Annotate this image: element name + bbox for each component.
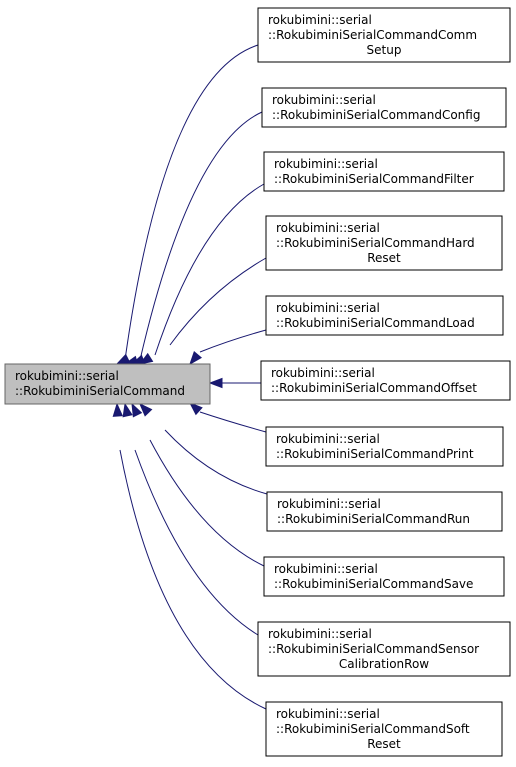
derived-class-node[interactable]: rokubimini::serial::RokubiminiSerialComm… <box>265 295 504 336</box>
inheritance-arrowhead <box>122 402 133 418</box>
derived-class-box <box>263 556 505 597</box>
inheritance-edge <box>149 439 265 567</box>
inheritance-arrowhead <box>112 402 124 417</box>
derived-class-node[interactable]: rokubimini::serial::RokubiminiSerialComm… <box>265 426 504 467</box>
derived-class-label-line: rokubimini::serial <box>274 157 378 171</box>
inheritance-edge <box>134 449 259 636</box>
base-class-label-line-2: ::RokubiminiSerialCommand <box>15 384 185 398</box>
derived-class-node[interactable]: rokubimini::serial::RokubiminiSerialComm… <box>257 621 511 677</box>
inheritance-arrowhead <box>131 402 143 418</box>
derived-class-label-line: ::RokubiminiSerialCommandRun <box>277 512 470 526</box>
derived-class-box <box>260 360 511 401</box>
inheritance-arrowhead <box>138 352 154 365</box>
derived-class-label-line: rokubimini::serial <box>272 93 376 107</box>
inheritance-edge <box>199 329 267 353</box>
inheritance-edge <box>164 429 268 495</box>
derived-class-box <box>265 701 503 757</box>
inheritance-edge <box>169 257 267 346</box>
derived-class-box <box>265 215 503 271</box>
base-class-box <box>4 363 211 405</box>
derived-class-label-line: Setup <box>367 43 402 57</box>
derived-class-label-line: Reset <box>367 251 401 265</box>
derived-class-label-line: ::RokubiminiSerialCommandLoad <box>276 316 475 330</box>
derived-class-label-line: ::RokubiminiSerialCommandOffset <box>271 381 477 395</box>
derived-class-node[interactable]: rokubimini::serial::RokubiminiSerialComm… <box>257 7 511 63</box>
derived-class-label-line: ::RokubiminiSerialCommandFilter <box>274 172 474 186</box>
derived-class-node[interactable]: rokubimini::serial::RokubiminiSerialComm… <box>265 215 503 271</box>
derived-class-label-line: rokubimini::serial <box>268 627 372 641</box>
derived-class-box <box>265 295 504 336</box>
inheritance-arrowhead <box>188 402 203 416</box>
base-class-label-line-1: rokubimini::serial <box>15 369 119 383</box>
derived-class-label-line: CalibrationRow <box>339 657 429 671</box>
derived-class-box <box>257 621 511 677</box>
derived-class-box <box>266 491 503 532</box>
derived-class-label-line: ::RokubiminiSerialCommandSensor <box>268 642 479 656</box>
derived-class-label-line: rokubimini::serial <box>276 301 380 315</box>
derived-class-label-line: rokubimini::serial <box>276 707 380 721</box>
derived-class-label-line: Reset <box>367 737 401 751</box>
derived-class-label-line: ::RokubiminiSerialCommandHard <box>276 236 475 250</box>
inheritance-arrowhead <box>189 351 203 366</box>
inheritance-edge <box>199 411 267 433</box>
derived-class-node[interactable]: rokubimini::serial::RokubiminiSerialComm… <box>265 701 503 757</box>
derived-class-label-line: ::RokubiminiSerialCommandSave <box>274 577 473 591</box>
inheritance-edges <box>112 44 268 710</box>
inheritance-edge <box>154 183 265 356</box>
inheritance-arrowhead <box>115 353 131 365</box>
derived-class-label-line: ::RokubiminiSerialCommandSoft <box>276 722 470 736</box>
derived-class-label-line: ::RokubiminiSerialCommandConfig <box>272 108 480 122</box>
derived-class-label-line: rokubimini::serial <box>274 562 378 576</box>
derived-class-label-line: rokubimini::serial <box>268 13 372 27</box>
derived-class-label-line: rokubimini::serial <box>276 432 380 446</box>
derived-class-box <box>261 87 507 128</box>
derived-class-label-line: ::RokubiminiSerialCommandComm <box>268 28 477 42</box>
derived-class-label-line: rokubimini::serial <box>276 221 380 235</box>
derived-class-node[interactable]: rokubimini::serial::RokubiminiSerialComm… <box>261 87 507 128</box>
derived-class-node[interactable]: rokubimini::serial::RokubiminiSerialComm… <box>263 151 505 192</box>
inheritance-edge <box>139 111 263 361</box>
base-class-node[interactable]: rokubimini::serial ::RokubiminiSerialCom… <box>4 363 211 405</box>
derived-class-label-line: ::RokubiminiSerialCommandPrint <box>276 447 474 461</box>
inheritance-edge <box>124 44 259 361</box>
derived-class-node[interactable]: rokubimini::serial::RokubiminiSerialComm… <box>266 491 503 532</box>
inheritance-arrowhead <box>139 402 153 417</box>
derived-class-box <box>257 7 511 63</box>
derived-class-box <box>263 151 505 192</box>
inheritance-arrowhead <box>208 377 223 389</box>
derived-class-box <box>265 426 504 467</box>
derived-class-node[interactable]: rokubimini::serial::RokubiminiSerialComm… <box>263 556 505 597</box>
inheritance-edge <box>119 449 267 710</box>
derived-class-label-line: rokubimini::serial <box>277 497 381 511</box>
derived-class-node[interactable]: rokubimini::serial::RokubiminiSerialComm… <box>260 360 511 401</box>
derived-class-label-line: rokubimini::serial <box>271 366 375 380</box>
derived-class-nodes: rokubimini::serial::RokubiminiSerialComm… <box>257 7 511 757</box>
